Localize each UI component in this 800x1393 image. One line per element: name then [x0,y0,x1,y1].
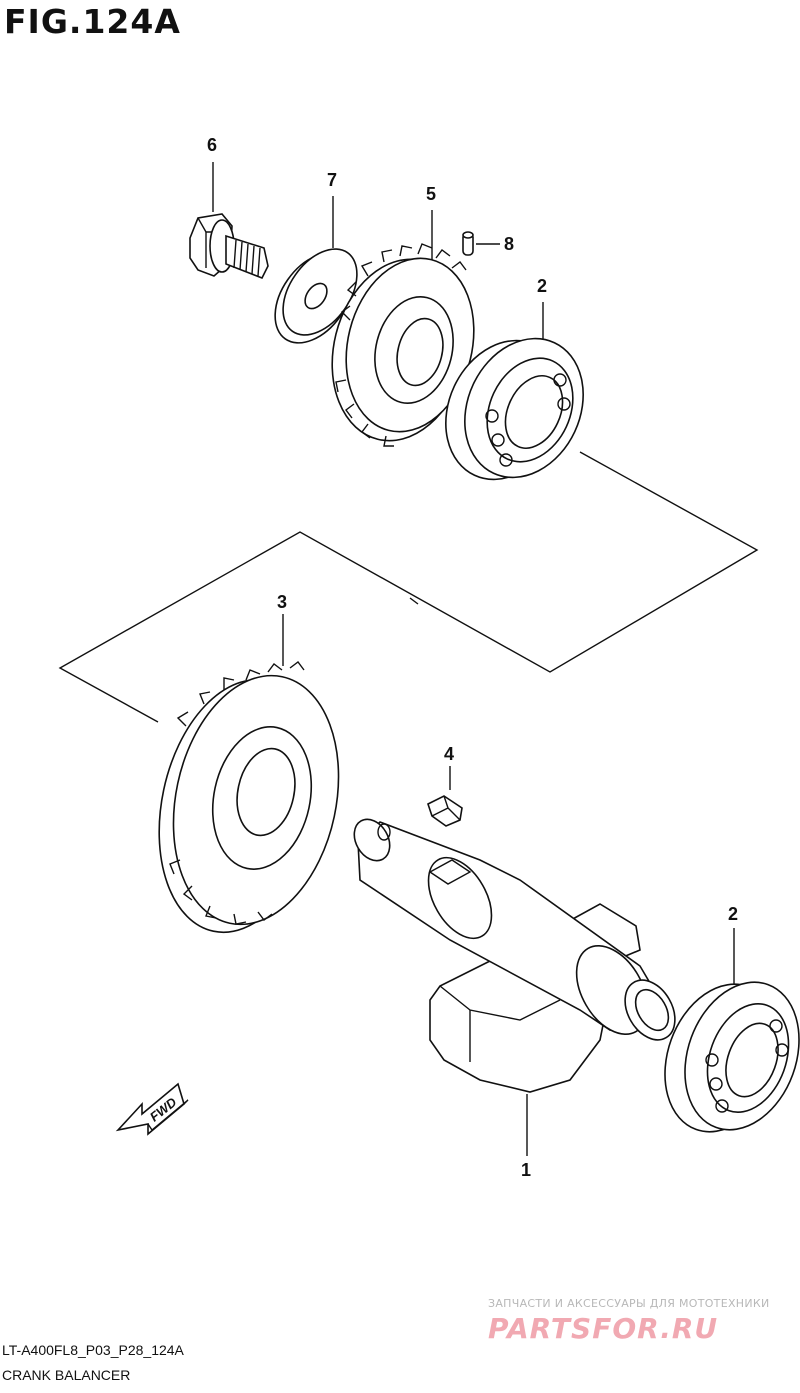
callout-8: 8 [504,234,515,254]
callout-2-top: 2 [537,276,548,296]
bolt-part[interactable] [189,162,269,280]
figure-title: FIG.124A [4,2,181,41]
callout-7: 7 [327,170,338,190]
assembly-guide-lines [58,451,759,723]
driven-gear-part[interactable] [137,614,360,947]
drive-gear-part[interactable] [314,210,492,455]
key-part[interactable] [427,766,463,827]
callout-3: 3 [277,592,288,612]
balancer-shaft-part[interactable] [347,813,685,1156]
model-code: LT-A400FL8_P03_P28_124A [2,1342,184,1358]
callout-2-bottom: 2 [728,904,739,924]
bearing-bottom-part[interactable] [645,928,800,1148]
section-name: CRANK BALANCER [2,1367,131,1383]
washer-part[interactable] [259,196,372,357]
watermark-logo: PARTSFOR.RU [488,1312,719,1345]
bearing-top-part[interactable] [424,302,605,499]
callout-6: 6 [207,135,218,155]
watermark-caption: ЗАПЧАСТИ И АКСЕССУАРЫ ДЛЯ МОТОТЕХНИКИ [488,1297,770,1310]
callout-1: 1 [521,1160,532,1180]
callout-4: 4 [444,744,455,764]
callout-5: 5 [426,184,437,204]
pin-part[interactable] [462,231,500,256]
fwd-arrow-icon: FWD [115,1082,189,1136]
